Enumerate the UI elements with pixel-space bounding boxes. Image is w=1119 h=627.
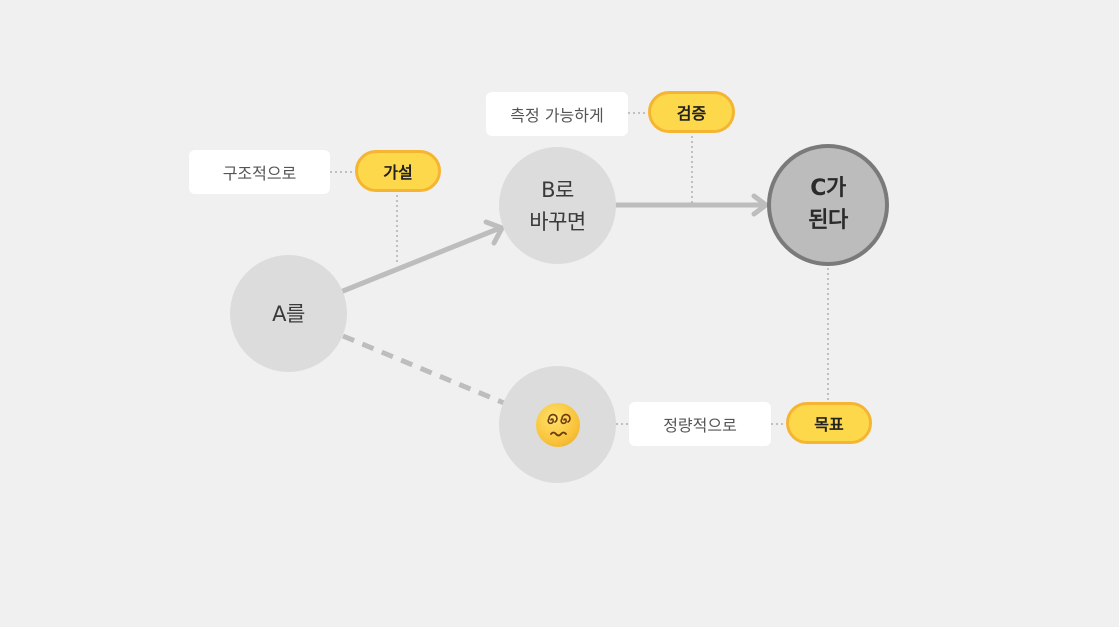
dizzy-face-icon [535, 402, 580, 447]
arrowhead-a-to-b [483, 219, 505, 246]
node-c-label: C가 된다 [808, 176, 848, 233]
node-b: B로 바꾸면 [499, 147, 616, 264]
node-b-label: B로 바꾸면 [529, 177, 586, 234]
dashed-a-to-dizzy [342, 333, 505, 406]
node-dizzy [499, 366, 616, 483]
hypothesis-pill: 가설 [355, 150, 441, 192]
goal-pill: 목표 [786, 402, 872, 444]
note-measurable: 측정 가능하게 [486, 92, 628, 136]
verification-pill: 검증 [648, 91, 735, 133]
node-a-label: A를 [272, 301, 305, 326]
node-a: A를 [230, 255, 347, 372]
note-quantitative: 정량적으로 [629, 402, 771, 446]
arrow-a-to-b [340, 225, 503, 294]
arrowhead-b-to-c [751, 193, 769, 217]
note-structural: 구조적으로 [189, 150, 330, 194]
node-c-goal: C가 된다 [767, 144, 889, 266]
